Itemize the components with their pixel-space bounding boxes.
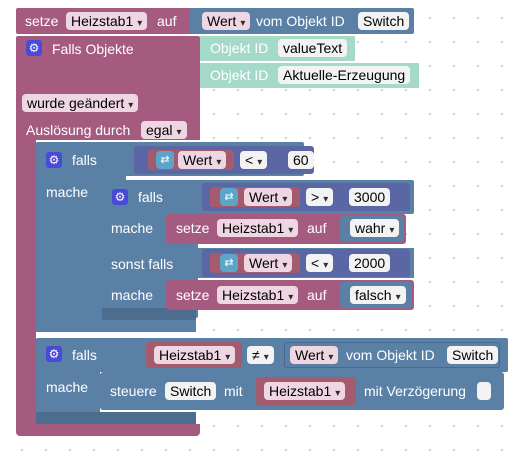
inner-if-falls-label: falls (138, 189, 163, 205)
if2-var2-dropdown[interactable]: Heizstab1 (264, 382, 346, 400)
top-obj-field[interactable]: Switch (358, 12, 410, 30)
if1-gear-icon[interactable]: ⚙ (46, 152, 62, 168)
if2-wert-dropdown[interactable]: Wert (290, 346, 339, 364)
if1-falls-label: falls (72, 152, 97, 168)
top-vom-label: vom Objekt ID (256, 13, 345, 29)
inner-value2-icon: ⇄ (220, 254, 238, 272)
inner-op-dropdown[interactable]: > (306, 188, 334, 206)
inner-if-bottom (102, 308, 196, 320)
top-setze-label: setze (25, 13, 59, 29)
trigger-falls-label: Falls Objekte (52, 41, 134, 57)
top-auf-label: auf (157, 13, 177, 29)
inner-value2-dropdown[interactable]: Wert (244, 254, 293, 272)
inner-mache2-label: mache (111, 287, 154, 303)
if1-op-dropdown[interactable]: < (240, 151, 268, 169)
inner-set1-var-dropdown[interactable]: Heizstab1 (217, 219, 299, 237)
if1-mache-label: mache (46, 184, 89, 200)
if2-gear-icon[interactable]: ⚙ (46, 346, 62, 362)
inner-num-field[interactable]: 3000 (349, 188, 391, 206)
if2-delay-label: mit Verzögerung (364, 383, 466, 399)
trigger-object-2-field[interactable]: Aktuelle-Erzeugung (278, 66, 411, 84)
if1-num-field[interactable]: 60 (288, 151, 314, 169)
inner-if-gear-icon[interactable]: ⚙ (112, 189, 128, 205)
top-var-dropdown[interactable]: Heizstab1 (66, 12, 148, 30)
if2-mit-label: mit (224, 383, 243, 399)
inner-value-icon: ⇄ (220, 188, 238, 206)
if2-vom-label: vom Objekt ID (346, 347, 435, 363)
trigger-gear-icon[interactable]: ⚙ (26, 40, 42, 56)
inner-num2-field[interactable]: 2000 (349, 254, 391, 272)
inner-set2-var-dropdown[interactable]: Heizstab1 (217, 286, 299, 304)
top-wert-dropdown[interactable]: Wert (202, 12, 251, 30)
if2-mache-label: mache (46, 379, 89, 395)
if2-delay-checkbox[interactable] (477, 382, 491, 400)
if1-value-dropdown[interactable]: Wert (178, 151, 227, 169)
if2-op-dropdown[interactable]: ≠ (247, 346, 274, 364)
inner-set2-val-dropdown[interactable]: falsch (350, 286, 406, 304)
trigger-object-1-label: Objekt ID (210, 40, 269, 56)
if2-falls-label: falls (72, 347, 97, 363)
inner-op2-dropdown[interactable]: < (306, 254, 334, 272)
inner-set1-setze: setze (176, 220, 210, 236)
if1-inner-area-bottom (36, 318, 196, 332)
trigger-object-1-field[interactable]: valueText (278, 39, 348, 57)
inner-set2-setze: setze (176, 287, 210, 303)
trigger-object-2-label: Objekt ID (210, 67, 269, 83)
inner-set2-auf: auf (307, 287, 327, 303)
if2-var-dropdown[interactable]: Heizstab1 (154, 346, 236, 364)
trigger-body-bar (16, 140, 36, 430)
inner-value-dropdown[interactable]: Wert (244, 188, 293, 206)
inner-set1-val-dropdown[interactable]: wahr (350, 219, 400, 237)
inner-sonst-label: sonst falls (111, 256, 174, 272)
trigger-egal-dropdown[interactable]: egal (141, 121, 187, 139)
if2-bottom (36, 412, 196, 424)
trigger-ausloesung-label: Auslösung durch (26, 122, 131, 138)
trigger-footer (16, 424, 200, 436)
if2-steuere-label: steuere (110, 383, 157, 399)
if1-value-icon: ⇄ (156, 151, 174, 169)
if2-obj-field[interactable]: Switch (447, 346, 499, 364)
inner-mache-label: mache (111, 220, 154, 236)
if2-obj2-field[interactable]: Switch (165, 382, 217, 400)
trigger-changed-dropdown[interactable]: wurde geändert (22, 94, 139, 112)
inner-set1-auf: auf (307, 220, 327, 236)
